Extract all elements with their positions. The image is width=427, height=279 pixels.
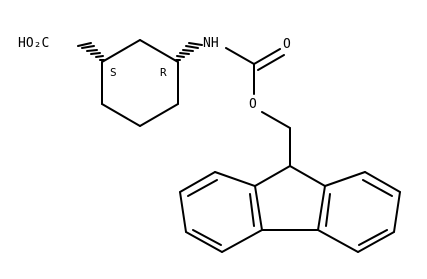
fluorene-five-membered-ring: [254, 165, 326, 231]
ring-bond: [101, 39, 141, 63]
amine-nh-label: NH: [203, 36, 219, 51]
carbonyl-double-bond: [253, 48, 285, 71]
ester-oxygen-label: O: [249, 97, 257, 112]
carboxyl-group-label: HO₂C: [18, 36, 49, 51]
fluorene-right-benzene-ring: [317, 171, 401, 253]
stereo-descriptor-s: S: [110, 66, 117, 79]
hashed-wedge-bond-amine: [175, 42, 203, 61]
ring-bond: [139, 103, 179, 127]
ester-bond: [261, 111, 291, 129]
ring-bond: [139, 39, 179, 63]
hashed-wedge-bond-carboxyl: [77, 42, 105, 61]
cyclohexane-ring: [101, 39, 179, 127]
ring-bond: [101, 103, 141, 127]
fluorene-left-benzene-ring: [179, 171, 263, 253]
amide-bond: [225, 47, 255, 65]
stereo-descriptor-r: R: [160, 66, 167, 79]
carbonyl-oxygen-label: O: [283, 37, 291, 52]
